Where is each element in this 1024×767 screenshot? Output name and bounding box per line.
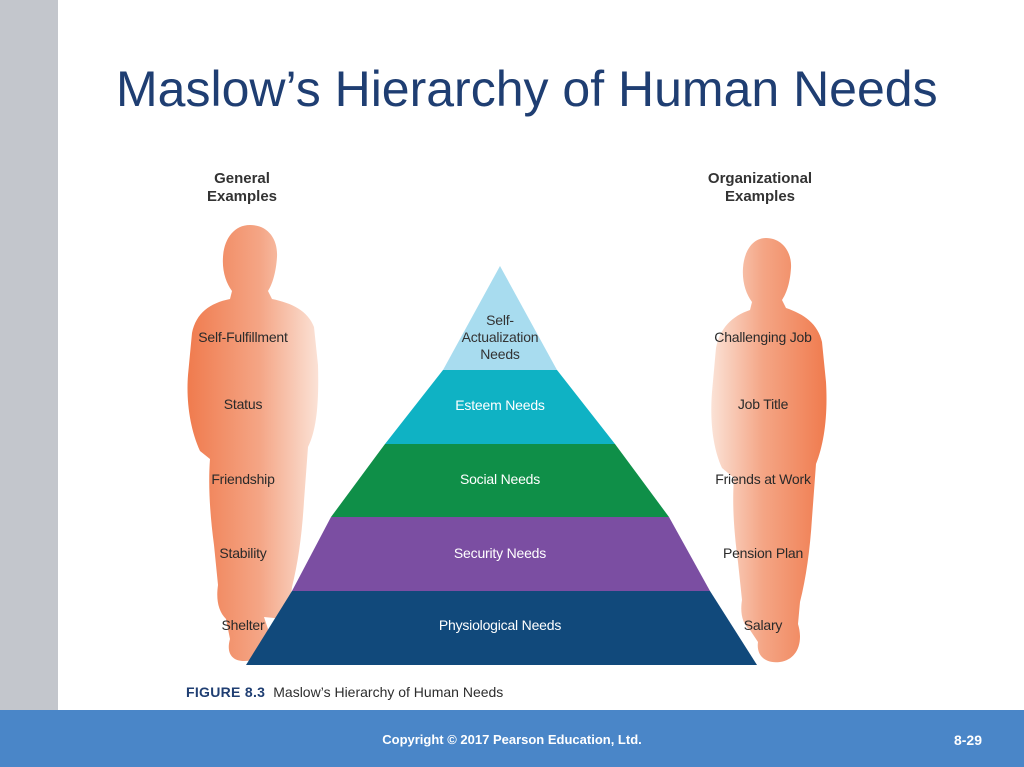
tier-esteem [385,370,615,444]
slide-title: Maslow’s Hierarchy of Human Needs [116,61,938,117]
figure-caption-text: Maslow’s Hierarchy of Human Needs [273,684,504,700]
tier-self-actualization-label: Self- Actualization Needs [440,312,560,363]
tier-security [292,517,710,591]
general-example-friendship: Friendship [211,471,275,487]
tier-social [331,444,669,517]
general-heading-line2: Examples [206,188,278,205]
general-example-stability: Stability [219,545,267,561]
tier-self-actualization-line2: Actualization [461,329,539,345]
tier-esteem-label: Esteem Needs [455,397,545,413]
org-example-salary: Salary [743,617,783,633]
general-example-shelter: Shelter [221,617,265,633]
organizational-heading-line2: Examples [724,188,796,205]
tier-physiological-label: Physiological Needs [438,617,562,633]
copyright-text: Copyright © 2017 Pearson Education, Ltd. [382,732,642,747]
org-example-challenging-job: Challenging Job [714,329,812,345]
general-example-self-fulfillment: Self-Fulfillment [198,329,288,345]
footer-bar: Copyright © 2017 Pearson Education, Ltd.… [0,710,1024,767]
tier-security-label: Security Needs [453,545,547,561]
general-heading-line1: General [214,170,270,187]
figure-caption: FIGURE 8.3 Maslow’s Hierarchy of Human Ne… [186,684,503,700]
tier-physiological [246,591,757,665]
figure-number: FIGURE 8.3 [186,684,266,700]
organizational-examples-heading: Organizational Examples [680,170,840,206]
left-side-band [0,0,58,710]
tier-social-label: Social Needs [459,471,541,487]
org-example-pension-plan: Pension Plan [722,545,804,561]
general-examples-heading: General Examples [162,170,322,206]
tier-self-actualization-line1: Self- [486,312,514,328]
tier-self-actualization-line3: Needs [480,346,520,362]
org-example-job-title: Job Title [737,396,789,412]
organizational-heading-line1: Organizational [707,170,813,187]
general-example-status: Status [223,396,263,412]
org-example-friends-at-work: Friends at Work [715,471,811,487]
page-number: 8-29 [953,732,982,748]
tier-self-actualization [443,266,557,370]
right-person-silhouette-icon [711,238,827,663]
left-person-silhouette-icon [187,225,319,661]
